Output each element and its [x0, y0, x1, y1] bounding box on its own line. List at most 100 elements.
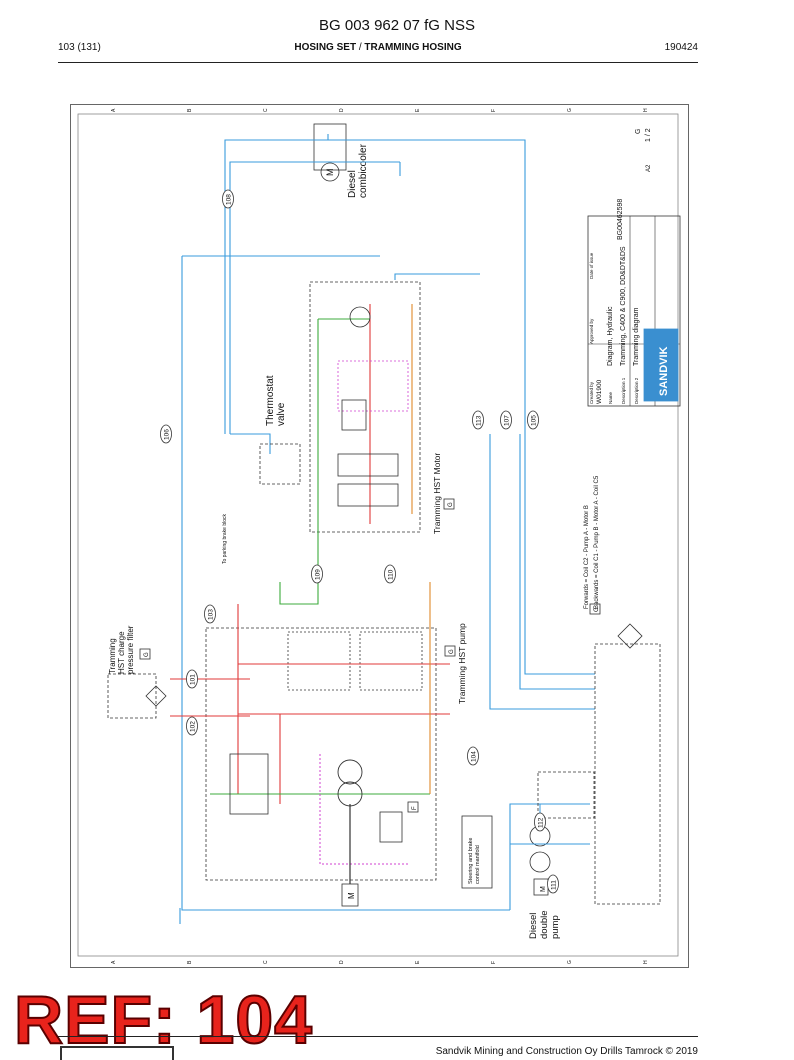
backwards-note: Backwards = Coil C1 - Pump B - Motor A -… — [594, 475, 600, 609]
ruler-letter-top: B — [187, 108, 193, 112]
callout-bubble — [467, 746, 479, 766]
callout-bubble — [384, 564, 396, 584]
hst-filter-block — [107, 673, 157, 719]
diesel-combicooler-label: Diesel — [347, 170, 358, 198]
blue-line-g — [394, 273, 480, 280]
title-created-by: W01900 — [596, 379, 603, 404]
callout-bubble — [160, 424, 172, 444]
drawing-sheet-frame — [70, 104, 689, 968]
title-desc1-label: Description 1 — [621, 377, 626, 404]
callout-bubble — [222, 189, 234, 209]
ruler-letter-bottom: C — [263, 960, 269, 964]
ruler-letter-bottom: G — [567, 960, 573, 964]
motor-valve-a — [337, 453, 399, 477]
sandvik-logo — [60, 1046, 174, 1060]
ruler-letter-bottom: F — [491, 961, 497, 964]
tramming-hst-pump-label: Tramming HST pump — [457, 623, 467, 704]
diesel-double-pump-label: double — [539, 910, 550, 939]
callout-number: 101 — [190, 674, 197, 685]
blue-line-bottom — [181, 256, 510, 911]
ruler-letter-top: F — [491, 109, 497, 112]
hst-filter-symbol — [145, 685, 167, 707]
blue-line-a — [229, 161, 400, 434]
blue-line-f — [519, 434, 595, 690]
pump-control-valve — [229, 753, 269, 815]
ruler-letter-top: H — [643, 108, 649, 112]
motor-valve-magenta — [337, 360, 409, 412]
blue-line-return-a — [328, 139, 595, 675]
hst-filter-label: HST charge — [117, 631, 126, 674]
page-title-sub: TRAMMING HOSING — [364, 42, 462, 53]
callout-number: 106 — [164, 429, 171, 440]
diesel-combicooler-label: combicooler — [358, 143, 369, 198]
callout-number: 107 — [504, 415, 511, 426]
ruler-letter-top: C — [263, 108, 269, 112]
header-rule — [58, 62, 698, 63]
g-box-motor — [443, 498, 455, 510]
ruler-letter-top: D — [339, 108, 345, 112]
callout-bubble — [527, 410, 539, 430]
ruler-letter-bottom: B — [187, 960, 193, 964]
callout-number: 111 — [551, 880, 558, 890]
title-name: Diagram, Hydraulic — [607, 306, 614, 366]
g-box-filter-label: G — [144, 652, 150, 657]
callout-number: 112 — [538, 817, 545, 828]
motor-valve-c — [341, 399, 367, 431]
magenta-line-pump — [319, 754, 410, 865]
callout-number: 102 — [190, 721, 197, 732]
blue-line-b — [230, 433, 271, 454]
title-created-by-label: Created by — [589, 381, 594, 404]
blue-line-pump — [509, 803, 590, 910]
tank-manifold-block — [594, 643, 661, 905]
forwards-note: Forwards = Coil C2 - Pump A - Motor B — [584, 505, 590, 609]
cooler-filter-block — [537, 771, 595, 819]
engine-motor-label: M — [347, 892, 356, 899]
pump-relief-a — [287, 631, 351, 691]
footer-rule — [58, 1036, 698, 1037]
g-box-pump — [444, 645, 456, 657]
blue-line-cooler — [224, 134, 329, 434]
g-box-filter — [139, 648, 151, 660]
hst-motor-block — [309, 281, 421, 533]
f-box-pump-label: F — [412, 806, 418, 810]
ruler-letter-bottom: H — [643, 960, 649, 964]
combicooler-motor-label: M — [325, 169, 335, 177]
title-date-label: Date of issue — [589, 252, 594, 279]
ruler-letter-bottom: D — [339, 960, 345, 964]
parking-brake-label: To parking brake block — [222, 513, 228, 564]
hst-pump-symbol-a — [337, 759, 363, 785]
motor-valve-b — [337, 483, 399, 507]
ruler-letter-top: G — [567, 108, 573, 112]
title-block-frame — [587, 215, 681, 407]
hst-filter-label: Tramming — [108, 638, 117, 674]
hst-pump-block — [205, 627, 437, 881]
ruler-letter-bottom: E — [415, 960, 421, 964]
steering-manifold-box — [461, 815, 493, 889]
title-desc1: Tramming, C400 & C900, DD&DT&DS — [620, 246, 627, 366]
diesel-double-pump-label: Diesel — [528, 913, 539, 939]
callout-bubble — [186, 669, 198, 689]
steering-manifold-label: control manifold — [475, 845, 481, 884]
thermostat-valve-label: Thermostat — [265, 375, 276, 426]
pump-relief-b — [359, 631, 423, 691]
callout-bubble — [204, 604, 216, 624]
callout-number: 105 — [531, 415, 538, 426]
title-revision: G — [635, 129, 642, 134]
callout-bubble — [472, 410, 484, 430]
callout-bubble — [186, 716, 198, 736]
callout-number: 109 — [315, 569, 322, 580]
g-box-motor-label: G — [448, 502, 454, 507]
ruler-letter-bottom: A — [111, 960, 117, 964]
callout-number: 104 — [471, 751, 478, 762]
title-size: A2 — [646, 164, 652, 172]
page-title: HOSING SET / TRAMMING HOSING — [58, 42, 698, 53]
document-code: BG 003 962 07 fG NSS — [319, 17, 475, 34]
title-sheet: 1 / 2 — [645, 128, 652, 142]
callout-bubble — [500, 410, 512, 430]
ruler-letter-top: A — [111, 108, 117, 112]
g-box-notes-label: G — [594, 607, 600, 612]
tramming-hst-motor-label: Tramming HST Motor — [432, 453, 442, 534]
title-brand: SANDVIK — [658, 346, 670, 396]
page-title-main: HOSING SET — [294, 42, 357, 53]
ref-stamp: REF: 104 — [13, 982, 313, 1058]
